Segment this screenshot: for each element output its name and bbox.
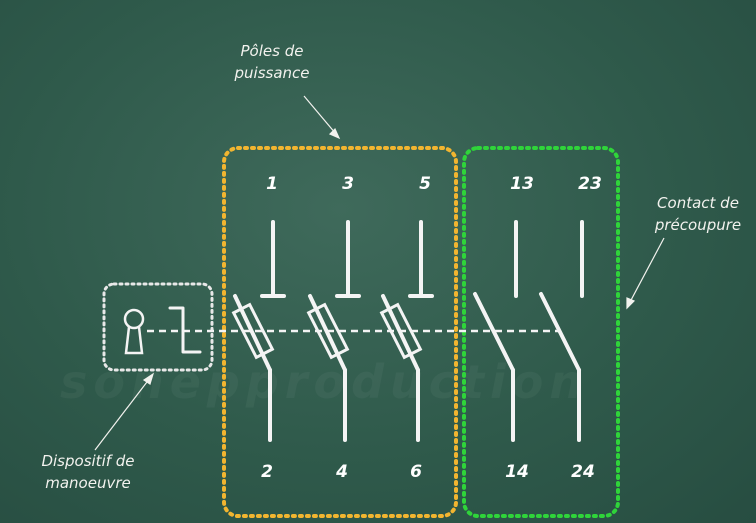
switch-contact-icon <box>539 220 584 442</box>
switch-contact-icon <box>473 220 518 442</box>
fuse-icon <box>231 302 275 360</box>
terminal-top-5: 5 <box>419 174 431 194</box>
terminal-bottom-2: 2 <box>261 462 273 482</box>
terminal-top-3: 3 <box>342 174 354 194</box>
callout-arrows <box>94 95 665 451</box>
terminal-bottom-14: 14 <box>505 462 529 482</box>
fuse-icon <box>306 302 350 360</box>
fuse-icon <box>379 302 423 360</box>
terminal-top-23: 23 <box>578 174 602 194</box>
terminal-bottom-6: 6 <box>410 462 422 482</box>
operating-device-box <box>102 282 214 372</box>
terminal-top-1: 1 <box>266 174 278 194</box>
keyhole-icon <box>123 308 145 355</box>
terminal-bottom-24: 24 <box>571 462 595 482</box>
terminal-top-13: 13 <box>510 174 534 194</box>
terminal-bottom-4: 4 <box>336 462 348 482</box>
